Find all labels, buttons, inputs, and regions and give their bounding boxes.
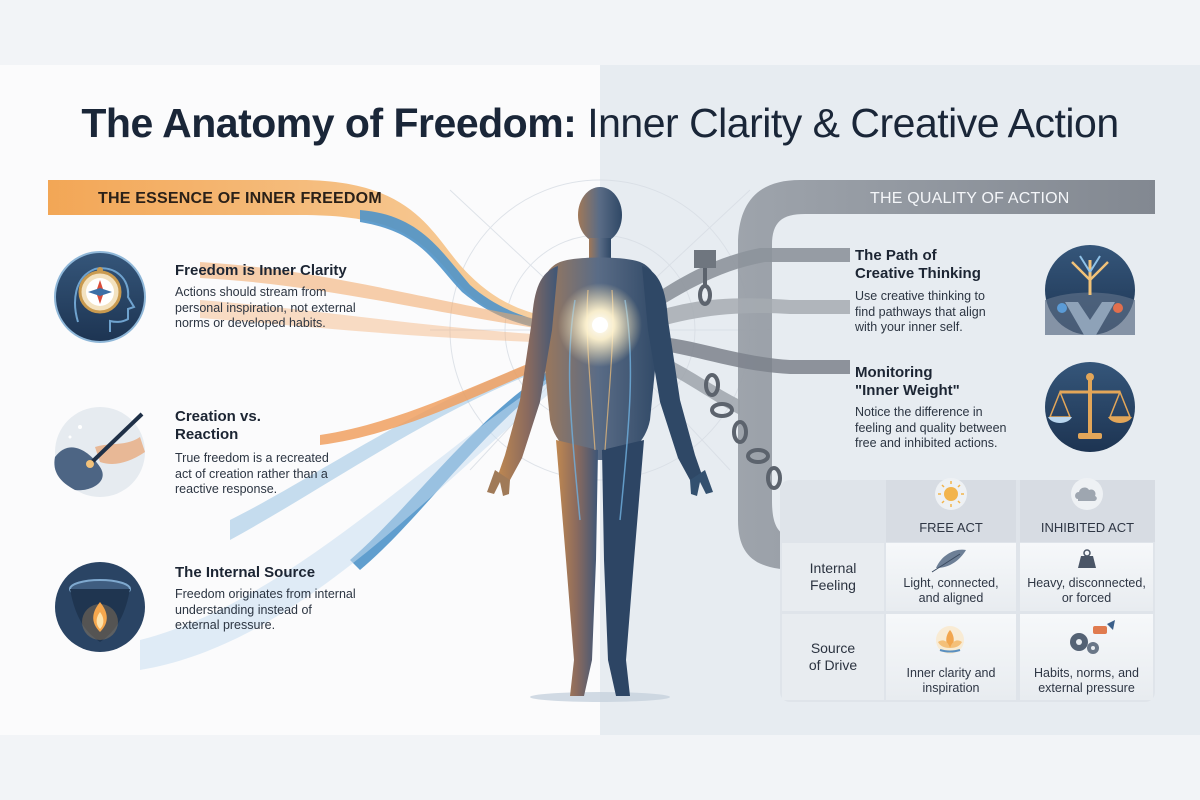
feather-icon (931, 549, 966, 573)
cloud-icon (1071, 478, 1103, 510)
left-item-2-desc-line: reactive response. (175, 482, 278, 496)
row-label-line: Feeling (810, 577, 856, 593)
cell-line: Heavy, disconnected, (1027, 576, 1146, 590)
left-item-2-title-line: Reaction (175, 426, 239, 443)
top-margin (0, 0, 1200, 65)
left-item-3-title: The Internal Source (175, 564, 316, 581)
table-row-label-internal-feeling: Internal Feeling (782, 560, 884, 594)
table-cell-free-source: Inner clarity and inspiration (886, 666, 1016, 696)
gray-stream-3 (614, 335, 850, 374)
pen-hand-icon (54, 407, 145, 497)
left-item-2-desc-line: True freedom is a recreated (175, 451, 329, 465)
cell-line: Inner clarity and (906, 666, 996, 680)
left-item-3-desc-line: Freedom originates from internal (175, 587, 356, 601)
right-item-1-title-line: The Path of (855, 247, 937, 264)
left-item-1-desc-line: Actions should stream from (175, 285, 327, 299)
title-light: Inner Clarity & Creative Action (587, 100, 1119, 146)
row-label-line: Internal (809, 560, 857, 576)
right-item-1-title: The Path of Creative Thinking (855, 247, 981, 283)
right-item-1-desc: Use creative thinking to find pathways t… (855, 289, 986, 336)
orange-stream-2 (200, 300, 600, 344)
human-figure (487, 187, 713, 702)
table-row-label-source-of-drive: Source of Drive (782, 640, 884, 674)
weight-icon (1078, 549, 1096, 568)
orange-banner-stream (48, 180, 600, 330)
left-item-3-desc: Freedom originates from internal underst… (175, 587, 356, 634)
bottom-margin (0, 735, 1200, 800)
right-item-2-desc: Notice the difference in feeling and qua… (855, 405, 1007, 452)
right-item-2-desc-line: free and inhibited actions. (855, 436, 998, 450)
blue-stream-wide (140, 346, 600, 670)
left-section-heading: THE ESSENCE OF INNER FREEDOM (98, 190, 382, 207)
left-item-3-desc-line: understanding instead of (175, 602, 312, 617)
cell-line: external pressure (1038, 681, 1135, 695)
gray-stream-2 (612, 298, 850, 342)
right-item-1-desc-line: Use creative thinking to (855, 289, 985, 303)
cell-line: Habits, norms, and (1034, 666, 1139, 680)
left-item-2-title: Creation vs. Reaction (175, 408, 261, 444)
left-item-2-desc-line: act of creation rather than a (175, 466, 328, 481)
right-item-2-desc-line: Notice the difference in (855, 405, 983, 419)
page-title: The Anatomy of Freedom: Inner Clarity & … (0, 100, 1200, 147)
orange-stream-1 (200, 262, 600, 338)
right-item-1-desc-line: find pathways that align (855, 304, 986, 319)
lotus-icon (936, 626, 964, 654)
crossroads-icon (1045, 245, 1135, 335)
table-cell-inhibited-source: Habits, norms, and external pressure (1020, 666, 1153, 696)
cell-line: and aligned (918, 591, 984, 605)
row-label-line: Source (810, 640, 856, 656)
balance-scale-icon (1045, 362, 1135, 452)
cell-line: inspiration (922, 681, 980, 695)
left-item-3-desc-line: external pressure. (175, 618, 276, 632)
blue-stream-low (350, 345, 600, 570)
left-item-2-title-line: Creation vs. (175, 408, 261, 425)
sun-icon (935, 478, 967, 510)
comparison-table-frame (780, 480, 1155, 702)
inner-light-icon (55, 562, 145, 652)
right-item-1-desc-line: with your inner self. (855, 320, 963, 334)
right-item-2-title: Monitoring "Inner Weight" (855, 364, 960, 400)
gears-icon (1070, 620, 1115, 654)
table-cell-free-feeling: Light, connected, and aligned (886, 576, 1016, 606)
table-header-inhibited-act: INHIBITED ACT (1040, 520, 1135, 535)
title-bold: The Anatomy of Freedom: (81, 100, 577, 146)
table-cell-inhibited-feeling: Heavy, disconnected, or forced (1020, 576, 1153, 606)
left-item-1-desc-line: personal inspiration, not external (175, 300, 356, 315)
right-item-2-desc-line: feeling and quality between (855, 420, 1007, 435)
left-item-1-desc: Actions should stream from personal insp… (175, 285, 356, 332)
gray-stream-1 (610, 248, 850, 335)
right-item-1-title-line: Creative Thinking (855, 265, 981, 282)
row-label-line: of Drive (808, 657, 858, 673)
right-section-heading: THE QUALITY OF ACTION (870, 190, 1070, 207)
cell-line: Light, connected, (903, 576, 999, 590)
left-item-1-title: Freedom is Inner Clarity (175, 262, 347, 279)
right-item-2-title-line: Monitoring (855, 364, 933, 381)
left-item-2-desc: True freedom is a recreated act of creat… (175, 451, 329, 498)
compass-head-icon (54, 251, 146, 343)
blue-stream-top (360, 210, 600, 333)
table-header-free-act: FREE ACT (919, 520, 983, 535)
gray-banner (738, 180, 1155, 570)
right-item-2-title-line: "Inner Weight" (855, 382, 960, 399)
cell-line: or forced (1061, 591, 1112, 605)
left-item-1-desc-line: norms or developed habits. (175, 316, 326, 330)
